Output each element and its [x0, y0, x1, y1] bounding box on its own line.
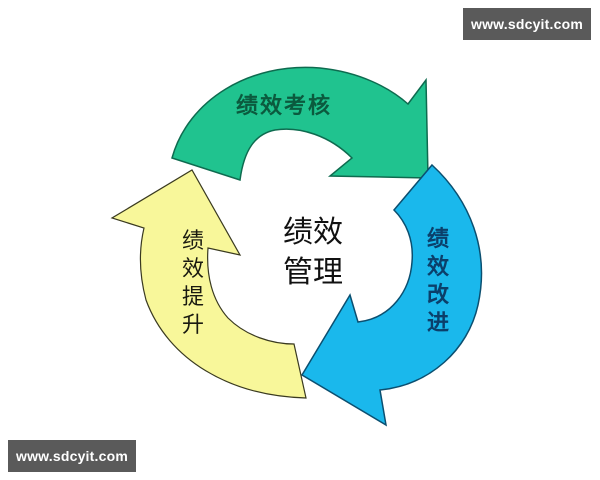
center-label-line2: 管理: [283, 255, 343, 290]
green-arrow-label: 绩 效 考 核: [236, 93, 330, 119]
yellow-arrow-label: 绩 效 提 升: [182, 229, 211, 338]
arrow-performance-improvement: 绩 效 改 进: [300, 163, 483, 427]
arrow-performance-assessment: 绩 效 考 核: [171, 66, 429, 181]
center-label-line1: 绩效: [283, 215, 343, 250]
watermark-top-right: www.sdcyit.com: [463, 8, 591, 40]
yellow-arrow-shape: [110, 169, 307, 399]
watermark-bottom-left: www.sdcyit.com: [8, 440, 136, 472]
arrow-performance-enhancement: 绩 效 提 升: [110, 169, 307, 399]
green-arrow-shape: [171, 66, 429, 181]
blue-arrow-label: 绩 效 改 进: [427, 226, 457, 336]
blue-arrow-shape: [300, 163, 483, 427]
center-label: 绩效 管理: [283, 215, 343, 290]
